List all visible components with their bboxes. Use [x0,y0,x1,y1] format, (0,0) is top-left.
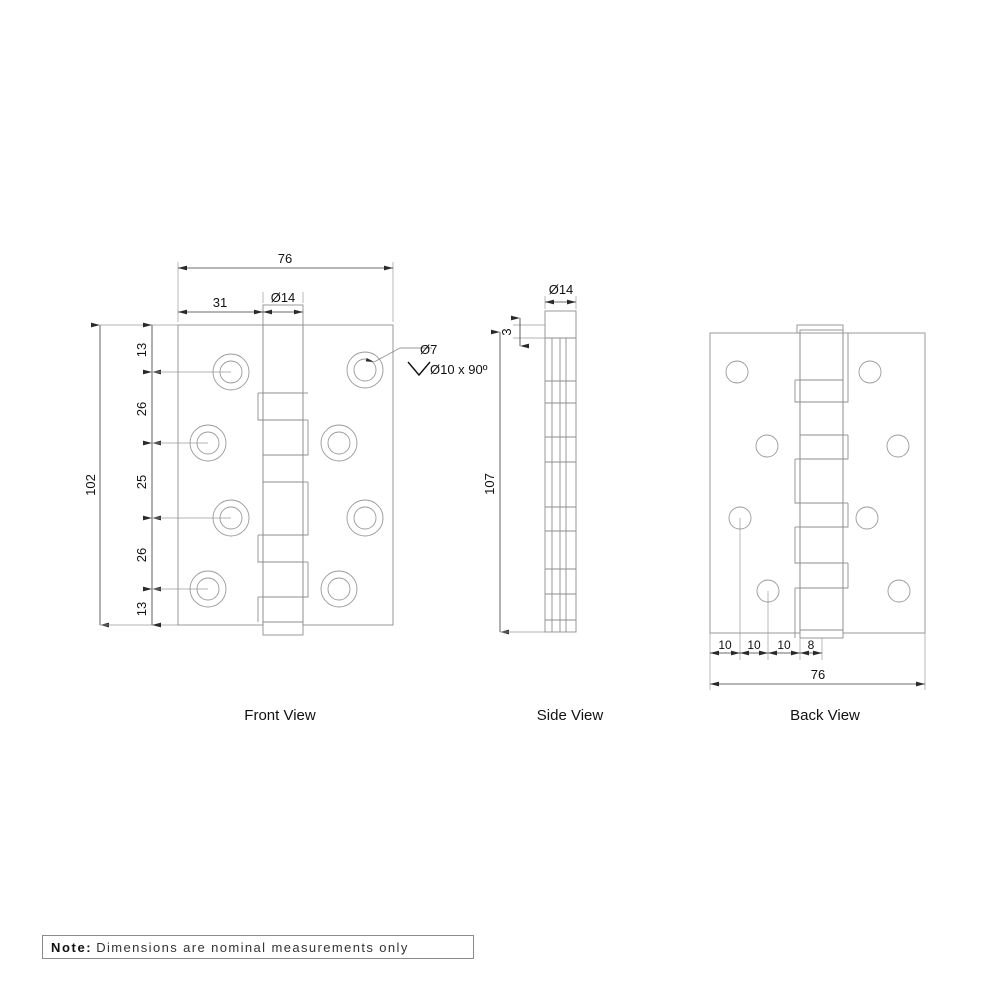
dim-front-seg-2: 26 [134,402,149,416]
dim-front-width: 76 [278,251,292,266]
view-label-back: Back View [790,707,860,724]
dim-back-width: 76 [811,667,825,682]
back-view-dimensions: 10 10 10 8 76 [709,518,926,690]
note-box: Note: Dimensions are nominal measurement… [42,935,474,959]
dim-side-thickness: 3 [499,328,514,335]
side-view-geometry [544,310,577,633]
front-hole-callout: Ø7 Ø10 x 90º [365,342,488,377]
back-hole [858,360,882,384]
front-view-horizontal-dimensions: 76 31 Ø14 [177,251,394,322]
back-hole [725,360,749,384]
dim-front-seg-3: 25 [134,475,149,489]
front-countersunk-hole [346,351,384,389]
back-view-geometry [709,324,926,639]
front-view-geometry [177,304,394,636]
note-label: Note: [51,939,93,955]
dim-front-knuckle-dia: Ø14 [271,290,296,305]
dim-front-seg-1: 13 [134,343,149,357]
dim-front-seg-4: 26 [134,548,149,562]
note-text: Dimensions are nominal measurements only [96,939,409,955]
dim-back-spacing-2: 10 [747,638,761,652]
back-hole [755,434,779,458]
back-hole [855,506,879,530]
side-view-dimensions: Ø14 3 107 [482,282,577,635]
callout-hole-diameter: Ø7 [420,342,437,357]
dim-front-seg-5: 13 [134,602,149,616]
dim-front-offset: 31 [213,295,227,310]
back-hole [886,434,910,458]
view-label-side: Side View [536,707,604,724]
front-countersunk-hole [320,424,358,462]
front-countersunk-hole [320,570,358,608]
dim-back-spacing-3: 10 [777,638,791,652]
callout-countersink: Ø10 x 90º [430,362,488,377]
dim-side-height: 107 [482,473,497,495]
front-countersunk-hole [346,499,384,537]
back-hole [887,579,911,603]
front-view-vertical-dimensions: 102 13 26 25 26 13 [83,322,231,628]
dim-side-knuckle-dia: Ø14 [549,282,574,297]
view-label-front: Front View [244,707,316,724]
dim-front-height: 102 [83,474,98,496]
dim-back-spacing-1: 10 [718,638,732,652]
dim-back-spacing-4: 8 [808,638,815,652]
